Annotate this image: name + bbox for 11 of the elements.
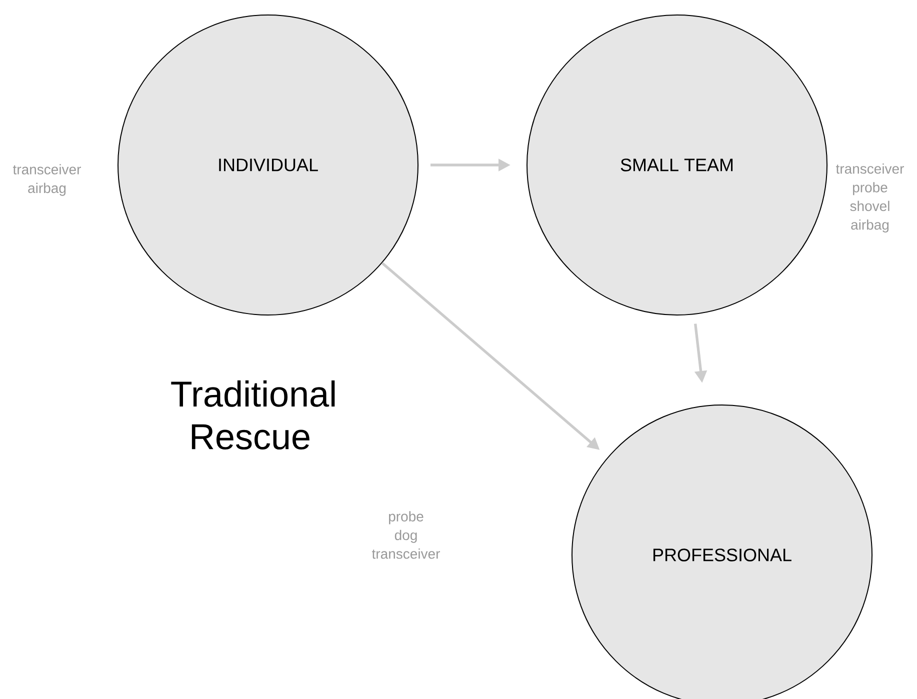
node-label: probe <box>853 182 888 196</box>
title: Traditional Rescue <box>171 380 335 450</box>
circle-node: INDIVIDUAL <box>118 14 418 316</box>
node-label: airbag <box>851 219 889 233</box>
equipment-list: transceiver airbag <box>12 164 81 196</box>
equipment-list: transceiver probe shovel airbag <box>836 163 904 233</box>
equipment-list: probe dog transceiver <box>372 511 440 559</box>
circle-node: SMALL TEAM <box>526 14 828 316</box>
circle-node: PROFESSIONAL <box>572 404 872 699</box>
node-label: transceiver <box>836 163 904 174</box>
node-label: shovel <box>850 200 890 212</box>
